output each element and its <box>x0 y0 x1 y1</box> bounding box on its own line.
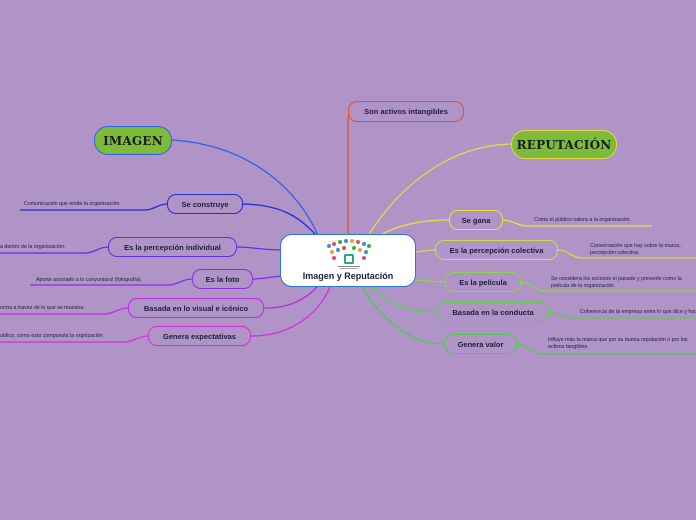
connector-pelicula <box>415 279 446 283</box>
connector-colectiva-leaf <box>557 249 696 259</box>
connector-se-construye-leaf <box>20 203 168 211</box>
node-es-la-pelicula[interactable]: Es la película <box>445 272 521 292</box>
connector-percepcion-individual <box>236 246 283 251</box>
node-label: Se construye <box>181 199 229 209</box>
connector-expectativas <box>250 286 331 337</box>
leaf-percepcion-individual: a dentro de la organización. <box>0 244 66 250</box>
leaf-genera-valor: Influye más la marca que por su buena re… <box>548 337 688 351</box>
connector-activos <box>347 110 361 234</box>
imagen-badge-label: IMAGEN <box>103 133 163 148</box>
node-basada-conducta[interactable]: Basada en la conducta <box>437 302 549 322</box>
connector-valor <box>361 286 445 345</box>
node-label: Se gana <box>461 215 491 225</box>
node-label: Genera valor <box>457 339 504 349</box>
reputacion-badge[interactable]: REPUTACIÓN <box>511 130 617 159</box>
activos-intangibles-node[interactable]: Son activos intangibles <box>348 101 464 122</box>
central-topic[interactable]: Imagen y Reputación <box>280 234 416 287</box>
leaf-basada-conducta: Coherencia de la empresa entre lo que di… <box>580 309 696 315</box>
connector-expectativas-leaf <box>0 335 149 343</box>
node-genera-valor[interactable]: Genera valor <box>444 334 517 354</box>
leaf-es-la-pelicula: Se considera los sucesos el pasado y pre… <box>551 276 682 290</box>
leaf-genera-expectativas: ublico, como esta compuesta la orgnizaci… <box>0 333 103 339</box>
connector-se-gana-leaf <box>502 219 652 227</box>
node-es-la-foto[interactable]: Es la foto <box>192 269 253 289</box>
node-se-gana[interactable]: Se gana <box>449 210 503 230</box>
leaf-se-construye: Comunicación que emite la organización. <box>24 201 121 207</box>
leaf-se-gana: Como el público valora a la organización… <box>534 217 631 223</box>
connector-percepcion-individual-leaf <box>0 246 109 254</box>
connector-visual-iconico <box>263 285 319 309</box>
node-genera-expectativas[interactable]: Genera expectativas <box>148 326 251 346</box>
connector-es-la-foto <box>252 275 283 280</box>
connector-reputacion <box>367 143 513 237</box>
activos-intangibles-label: Son activos intangibles <box>364 107 448 116</box>
connector-visual-iconico-leaf <box>0 307 129 315</box>
connector-conducta <box>369 286 438 313</box>
connector-conducta-leaf <box>548 311 696 319</box>
node-label: Es la foto <box>205 274 240 284</box>
connector-valor-leaf <box>516 343 696 355</box>
leaf-es-la-foto: Aporte asociado a lo conyuntural (fotogr… <box>36 277 142 283</box>
connector-es-la-foto-leaf <box>30 278 193 286</box>
node-label: Es la película <box>459 277 507 287</box>
node-label: Basada en la conducta <box>452 307 534 317</box>
leaf-percepcion-colectiva: Conversación que hay sobre la marca, per… <box>590 243 681 257</box>
social-media-icon-cluster <box>327 239 371 269</box>
node-visual-iconico[interactable]: Basada en lo visual e icónico <box>128 298 264 318</box>
reputacion-badge-label: REPUTACIÓN <box>516 137 612 152</box>
connector-pelicula-leaf <box>520 281 696 292</box>
node-label: Es la percepción colectiva <box>449 245 544 255</box>
central-topic-title: Imagen y Reputación <box>302 271 394 281</box>
node-percepcion-colectiva[interactable]: Es la percepción colectiva <box>435 240 558 260</box>
connector-imagen <box>171 139 321 241</box>
node-label: Genera expectativas <box>163 331 236 341</box>
node-percepcion-individual[interactable]: Es la percepción individual <box>108 237 237 257</box>
node-label: Basada en lo visual e icónico <box>143 303 249 313</box>
node-se-construye[interactable]: Se construye <box>167 194 243 214</box>
node-label: Es la percepción individual <box>124 242 221 252</box>
imagen-badge[interactable]: IMAGEN <box>94 126 172 155</box>
leaf-visual-iconico: orma a travez de lo que se muestra. <box>0 305 85 311</box>
connector-colectiva <box>415 249 436 253</box>
